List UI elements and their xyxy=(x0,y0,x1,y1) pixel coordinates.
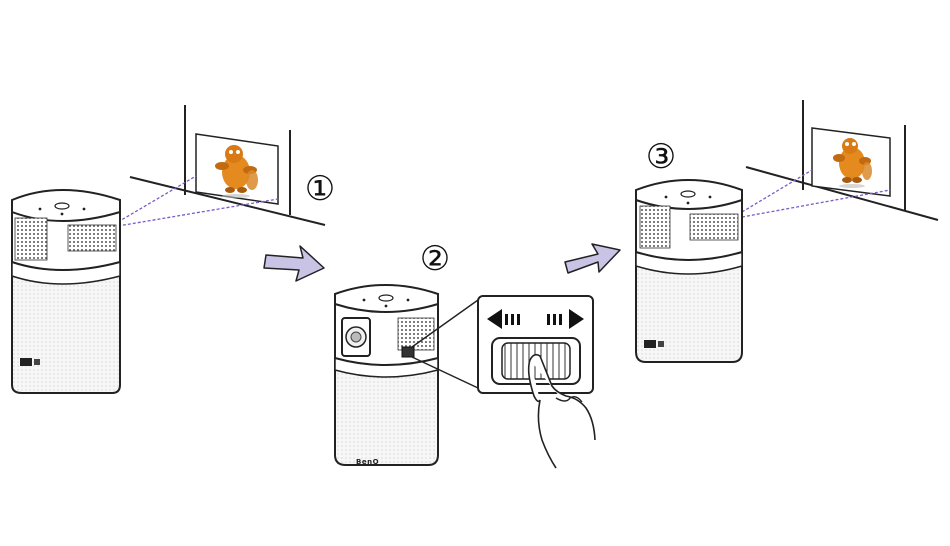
step-arrow-2 xyxy=(565,244,620,273)
step1-projector xyxy=(12,190,120,393)
step-1-label: ① xyxy=(301,170,339,208)
step2-projector xyxy=(335,285,438,465)
step-2-label: ② xyxy=(416,240,454,278)
step2-group xyxy=(335,285,595,468)
step3-projected-image xyxy=(812,128,890,196)
step-3-label: ③ xyxy=(642,138,680,176)
step1-projected-image xyxy=(196,134,278,204)
step1-group xyxy=(12,105,325,393)
step-arrow-1 xyxy=(264,246,324,281)
brand-logo: BenQ xyxy=(356,458,379,466)
step3-projector xyxy=(636,180,742,362)
step3-group xyxy=(636,100,938,362)
focus-wheel-callout xyxy=(478,296,593,393)
